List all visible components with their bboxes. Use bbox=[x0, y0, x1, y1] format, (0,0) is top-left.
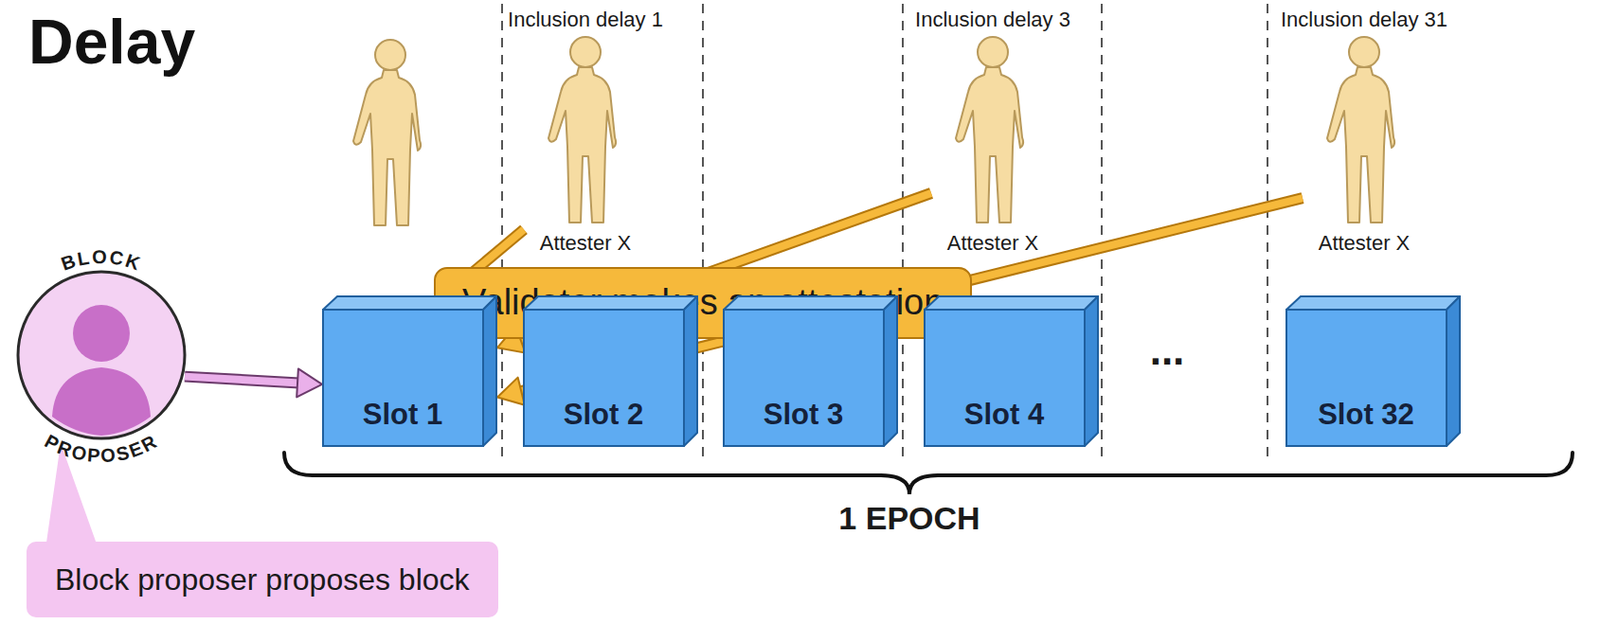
attester-figure: Attester X bbox=[1302, 33, 1426, 256]
slot-block: Slot 4 bbox=[923, 295, 1099, 448]
person-figure bbox=[954, 33, 1031, 228]
slot-block: Slot 32 bbox=[1285, 295, 1461, 448]
attester-label: Attester X bbox=[523, 231, 648, 256]
curved-text: PROPOSER bbox=[41, 430, 162, 467]
slot-label: Slot 1 bbox=[322, 397, 484, 432]
slot-block: Slot 1 bbox=[322, 295, 498, 448]
attester-figure: Attester X bbox=[523, 33, 648, 256]
person-figure bbox=[547, 33, 624, 228]
delay-label: Inclusion delay 3 bbox=[915, 7, 1071, 33]
attester-figure: Attester X bbox=[931, 33, 1055, 256]
slot-block: Slot 3 bbox=[722, 295, 899, 448]
slot-label: Slot 2 bbox=[522, 397, 684, 432]
slot-label: Slot 3 bbox=[722, 397, 884, 432]
attester-label: Attester X bbox=[1302, 231, 1426, 256]
diagram-title: Delay bbox=[28, 5, 196, 78]
delay-label: Inclusion delay 1 bbox=[507, 7, 664, 33]
proposer-heading: BLOCK bbox=[58, 246, 145, 275]
slot-label: Slot 32 bbox=[1285, 397, 1447, 432]
epoch-brace bbox=[284, 452, 1573, 495]
ellipsis: ... bbox=[1150, 326, 1186, 375]
person-figure bbox=[1326, 33, 1403, 228]
epoch-label: 1 EPOCH bbox=[838, 500, 980, 538]
proposer-silhouette bbox=[52, 305, 151, 436]
curved-text-layer: BLOCKPROPOSER bbox=[17, 271, 185, 439]
connector-arrow bbox=[184, 368, 323, 397]
attester-label: Attester X bbox=[931, 231, 1055, 256]
delay-label: Inclusion delay 31 bbox=[1280, 7, 1448, 33]
person-figure bbox=[353, 39, 421, 226]
proposer-caption: PROPOSER bbox=[41, 430, 162, 467]
curved-text: BLOCK bbox=[58, 246, 145, 275]
slot-block: Slot 2 bbox=[522, 295, 699, 448]
proposer-callout: Block proposer proposes block bbox=[26, 541, 499, 618]
callout-text: Block proposer proposes block bbox=[54, 560, 470, 599]
proposer-circle bbox=[17, 271, 185, 439]
slot-label: Slot 4 bbox=[923, 397, 1085, 432]
proposer-node: BLOCKPROPOSER bbox=[17, 271, 185, 439]
